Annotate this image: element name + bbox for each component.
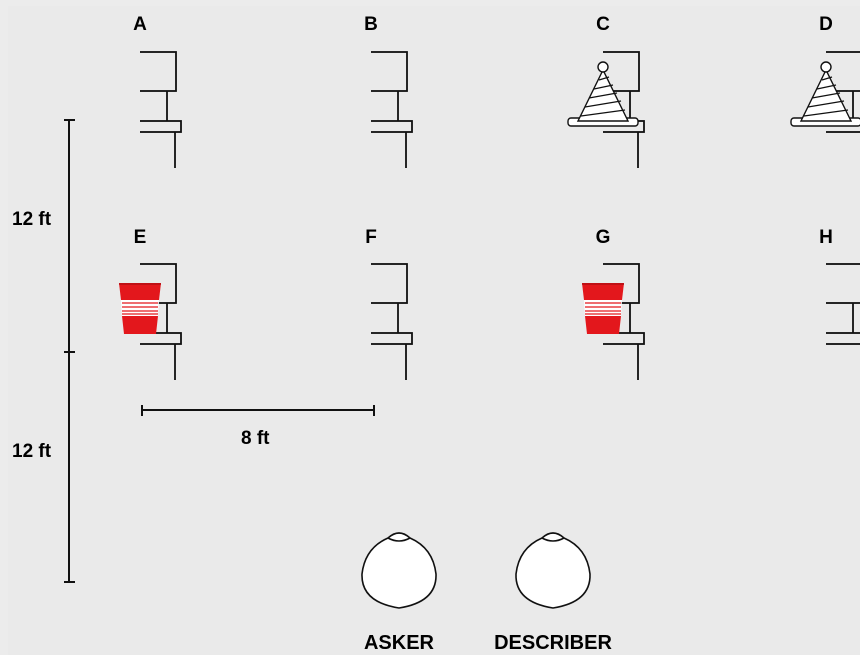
chair-label-f: F bbox=[365, 227, 377, 248]
horizontal-dimension-line bbox=[141, 405, 375, 416]
party-hat-d bbox=[790, 61, 860, 127]
vertical-dimension-bottom-label: 12 ft bbox=[12, 441, 52, 462]
chair-label-h: H bbox=[819, 227, 833, 248]
party-hat-c bbox=[567, 61, 639, 127]
red-cup-e bbox=[119, 283, 161, 334]
asker-label: ASKER bbox=[363, 632, 435, 654]
describer-head-icon bbox=[515, 532, 591, 609]
chair-f bbox=[371, 263, 413, 380]
chair-label-d: D bbox=[819, 14, 833, 35]
vertical-dimension-top-label: 12 ft bbox=[12, 209, 52, 230]
chair-label-c: C bbox=[596, 14, 610, 35]
chair-a bbox=[140, 51, 182, 168]
chair-b bbox=[371, 51, 413, 168]
vertical-dimension-line bbox=[64, 119, 75, 583]
asker-head-icon bbox=[361, 532, 437, 609]
chair-label-a: A bbox=[133, 14, 147, 35]
red-cup-g bbox=[582, 283, 624, 334]
chair-label-g: G bbox=[595, 227, 611, 248]
horizontal-dimension-label: 8 ft bbox=[241, 428, 270, 449]
chair-label-e: E bbox=[133, 227, 147, 248]
describer-label: DESCRIBER bbox=[494, 632, 612, 654]
chair-h bbox=[826, 263, 860, 345]
chair-label-b: B bbox=[364, 14, 378, 35]
